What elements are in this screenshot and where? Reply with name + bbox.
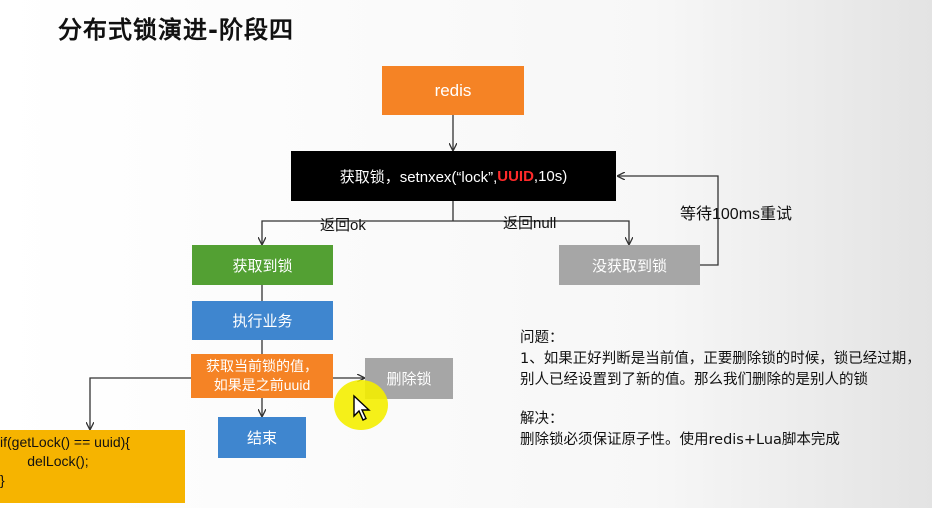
- get-value-line-2: 如果是之前uuid: [213, 377, 311, 393]
- arrow-wait-retry: [618, 176, 719, 266]
- not-got-lock-node: 没获取到锁: [559, 245, 700, 285]
- get-lock-value-node: 获取当前锁的值， 如果是之前uuid: [191, 354, 333, 398]
- return-null-label: 返回null: [503, 215, 557, 232]
- solution-heading: 解决：: [520, 411, 564, 427]
- code-line-2: delLock();: [0, 453, 89, 469]
- redis-node: redis: [382, 66, 524, 115]
- arrow-return-ok: [262, 220, 453, 244]
- end-node: 结束: [218, 417, 306, 458]
- return-ok-label: 返回ok: [320, 217, 366, 234]
- got-lock-node: 获取到锁: [192, 245, 333, 285]
- slide-title: 分布式锁演进-阶段四: [58, 16, 294, 44]
- arrow-to-code: [90, 377, 191, 429]
- execute-business-node: 执行业务: [192, 301, 333, 340]
- code-line-3: }: [0, 472, 5, 488]
- arrow-return-null: [453, 220, 629, 244]
- uuid-highlight: UUID: [497, 167, 534, 185]
- notes-panel: 问题： 1、如果正好判断是当前值，正要删除锁的时候，锁已经过期，别人已经设置到了…: [520, 328, 925, 451]
- solution-text: 删除锁必须保证原子性。使用redis+Lua脚本完成: [520, 432, 840, 448]
- problem-heading: 问题：: [520, 330, 564, 346]
- code-line-1: if(getLock() == uuid){: [0, 434, 130, 450]
- acquire-lock-node: 获取锁，setnxex(“lock”,UUID,10s): [291, 151, 616, 201]
- acquire-lock-suffix: ,10s): [533, 167, 568, 185]
- wait-retry-label: 等待100ms重试: [680, 206, 793, 223]
- code-snippet: if(getLock() == uuid){ delLock(); }: [0, 430, 185, 503]
- problem-text: 1、如果正好判断是当前值，正要删除锁的时候，锁已经过期，别人已经设置到了新的值。…: [520, 351, 921, 388]
- acquire-lock-text: 获取锁，setnxex(“lock”,: [339, 168, 498, 186]
- move-cursor-icon: [353, 394, 371, 421]
- get-value-line-1: 获取当前锁的值，: [206, 358, 318, 374]
